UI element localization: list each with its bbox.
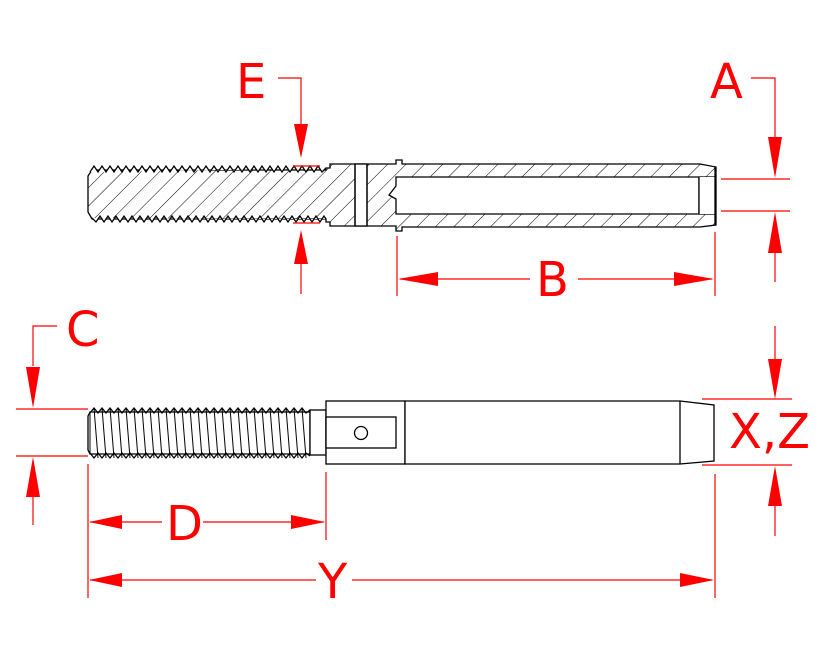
dimension-y <box>89 474 716 598</box>
sleeve-body <box>404 400 715 465</box>
bore-cavity <box>388 176 700 215</box>
thread-teeth-top <box>89 164 327 174</box>
thread-flanks <box>89 407 307 459</box>
label-a: A <box>710 54 743 110</box>
thread-teeth-bottom <box>91 214 327 224</box>
dimension-c <box>16 325 88 525</box>
dimension-e <box>278 77 320 294</box>
dimension-d <box>87 464 327 598</box>
thread-crest-top <box>89 406 311 415</box>
label-d: D <box>166 496 203 552</box>
label-xz: X,Z <box>729 404 811 460</box>
label-c: C <box>66 302 100 358</box>
side-view <box>87 400 715 465</box>
label-b: B <box>536 252 569 308</box>
section-view <box>87 159 717 232</box>
neck <box>309 409 327 456</box>
dimension-a <box>721 77 790 282</box>
pin-hole <box>353 425 369 441</box>
label-e: E <box>236 54 267 110</box>
cross-pin-gap <box>354 163 368 227</box>
label-y: Y <box>318 554 348 610</box>
dimension-xz <box>702 326 792 536</box>
dimension-b <box>396 232 716 296</box>
